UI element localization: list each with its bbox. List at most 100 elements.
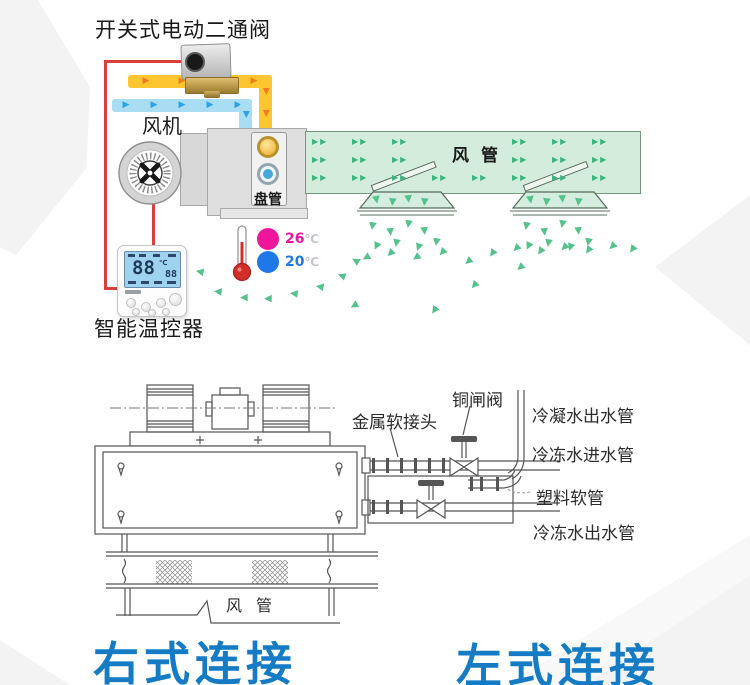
thermostat-label: 智能温控器 [94,317,204,341]
air-diffuser-icon [510,191,610,216]
airflow-arrow-icon: ▶ [524,195,537,205]
airflow-arrow-icon: ▶ [390,238,403,248]
duct-airflow-arrow-icon: ▶▶ [392,155,409,164]
fan-label: 风机 [142,114,182,138]
airflow-arrow-icon: ▶ [348,298,361,313]
flow-arrow-icon: ▶ [150,100,158,110]
airflow-arrow-icon: ▶ [360,250,373,265]
right-connection-caption: 右式连接 [93,637,297,685]
thermostat-button[interactable] [141,302,151,312]
airflow-arrow-icon: ▶ [625,242,639,256]
duct-airflow-arrow-icon: ▶▶ [592,173,609,182]
hot-temp-dot-icon [257,228,279,250]
airflow-arrow-icon: ▶ [533,244,547,258]
duct-airflow-arrow-icon: ▶▶ [352,173,369,182]
airflow-arrow-icon: ▶ [542,238,555,248]
bottom-duct-label: 风管 [226,596,287,615]
duct-airflow-arrow-icon: ▶▶ [592,155,609,164]
airflow-arrow-icon: ▶ [418,197,431,207]
flow-arrow-icon: ▶ [250,76,258,86]
airflow-arrow-icon: ▶ [520,221,533,231]
thermostat-button[interactable] [162,308,170,316]
airflow-arrow-icon: ▶ [538,227,551,237]
coil-label: 盘管 [254,192,282,208]
airflow-arrow-icon: ▶ [411,241,425,253]
flow-arrow-icon: ▶ [206,100,214,110]
coil-unit-base [220,208,308,219]
left-connection-caption: 左式连接 [456,639,660,685]
airflow-arrow-icon: ▶ [264,293,272,304]
airflow-arrow-icon: ▶ [336,268,348,282]
copper-gate-valve-label: 铜闸阀 [452,391,503,411]
airflow-arrow-icon: ▶ [435,245,449,259]
plastic-hose-label: 塑料软管 [536,489,604,509]
lcd-unit: ℃ [159,259,168,267]
flow-arrow-icon: ▶ [234,100,242,110]
duct-airflow-arrow-icon: ▶▶ [592,137,609,146]
airflow-arrow-icon: ▶ [467,278,481,292]
metal-joint-label: 金属软接头 [352,413,437,433]
airflow-arrow-icon: ▶ [402,219,415,229]
airflow-arrow-icon: ▶ [540,197,553,207]
bg-shape-top-left [0,0,90,255]
control-wire-horizontal [104,60,184,63]
duct-airflow-arrow-icon: ▶▶ [512,155,529,164]
duct-airflow-arrow-icon: ▶▶ [312,155,329,164]
airflow-arrow-icon: ▶ [556,194,569,204]
lcd-setpoint: 88 [165,269,178,280]
airflow-arrow-icon: ▶ [289,287,299,300]
airflow-arrow-icon: ▶ [402,194,415,204]
duct-airflow-arrow-icon: ▶▶ [392,173,409,182]
airflow-arrow-icon: ▶ [485,246,499,260]
control-wire-to-thermostat [104,287,119,290]
duct-airflow-arrow-icon: ▶▶ [352,137,369,146]
bg-shape-bottom-left [0,640,70,685]
flow-arrow-icon: ▶ [122,100,130,110]
chilled-water-inlet-label: 冷冻水进水管 [532,446,634,466]
airflow-arrow-icon: ▶ [386,197,399,207]
airflow-arrow-icon: ▶ [418,226,431,236]
duct-airflow-arrow-icon: ▶▶ [512,137,529,146]
thermometer-icon [232,225,252,282]
thermostat-logo [125,290,141,294]
airflow-arrow-icon: ▶ [521,240,535,253]
duct-label: 风管 [452,146,510,166]
thermostat-button[interactable] [148,309,156,317]
airflow-arrow-icon: ▶ [572,197,585,207]
thermostat-power-button[interactable] [169,293,182,306]
duct-airflow-arrow-icon: ▶▶ [432,173,449,182]
thermostat-button[interactable] [156,298,166,308]
duct-airflow-arrow-icon: ▶▶ [312,137,329,146]
chilled-water-outlet-label: 冷冻水出水管 [533,524,635,544]
duct-airflow-arrow-icon: ▶▶ [392,137,409,146]
airflow-arrow-icon: ▶ [240,292,248,303]
thermostat-button[interactable] [126,298,136,308]
valve-brass-nub-icon [204,91,220,98]
duct-airflow-arrow-icon: ▶▶ [552,155,569,164]
condensate-outlet-label: 冷凝水出水管 [532,407,634,427]
cold-temp-dot-icon [257,251,279,273]
valve-actuator-port-icon [185,52,205,72]
duct-airflow-arrow-icon: ▶▶ [552,173,569,182]
duct-airflow-arrow-icon: ▶▶ [312,173,329,182]
duct-airflow-arrow-icon: ▶▶ [512,173,529,182]
valve-title: 开关式电动二通阀 [95,18,271,42]
airflow-arrow-icon: ▶ [427,303,441,317]
flow-arrow-icon: ▶ [260,87,271,95]
flow-arrow-icon: ▶ [260,110,271,118]
thermostat-button[interactable] [132,308,140,316]
airflow-arrow-icon: ▶ [369,240,383,253]
chilled-water-port-center-icon [263,169,273,179]
airflow-arrow-icon: ▶ [213,285,223,298]
airflow-arrow-icon: ▶ [384,227,397,237]
duct-airflow-arrow-icon: ▶▶ [472,173,489,182]
airflow-arrow-icon: ▶ [370,195,383,205]
airflow-arrow-icon: ▶ [366,221,379,231]
flow-arrow-icon: ▶ [240,111,251,119]
airflow-arrow-icon: ▶ [509,241,523,255]
duct-airflow-arrow-icon: ▶▶ [552,137,569,146]
lcd-temperature: 88 [132,257,155,279]
airflow-arrow-icon: ▶ [195,265,205,278]
fan-wire [152,200,155,247]
